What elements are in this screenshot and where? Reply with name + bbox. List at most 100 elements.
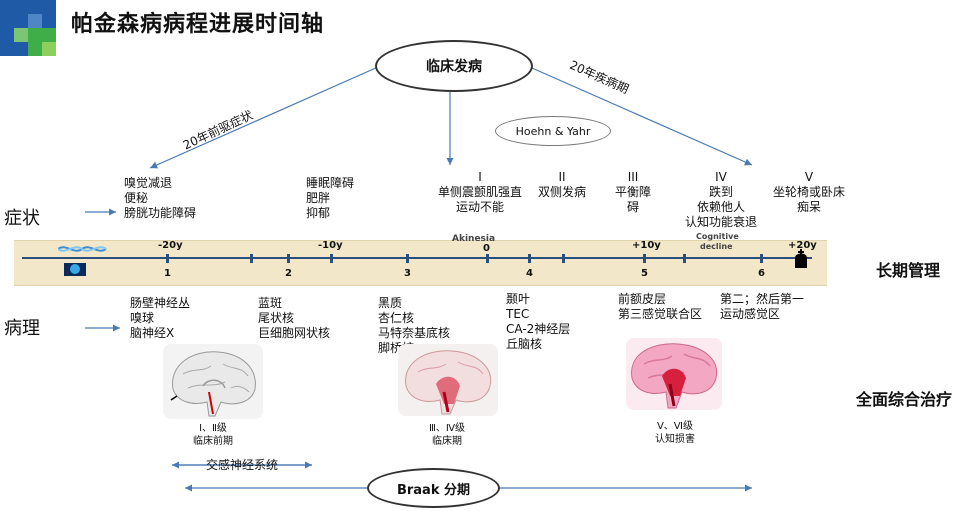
symptom-item: 碍: [626, 200, 639, 214]
hoehn-yahr-label: Hoehn & Yahr: [515, 124, 591, 138]
brain-image-clinical: [398, 344, 498, 416]
timeline-tick: [683, 254, 686, 263]
year-label: Akinesia: [452, 234, 496, 244]
stage-numeral: V: [804, 170, 814, 184]
stage-number: 2: [285, 268, 292, 279]
pathology-item: TEC: [506, 307, 530, 321]
brain-caption-cognitive: Ⅴ、Ⅵ级 认知损害: [640, 420, 710, 446]
clinical-onset-ellipse: 临床发病: [375, 40, 533, 92]
hy-stage-2: II 双侧发病: [533, 170, 591, 200]
pathology-group-2: 蓝斑 尾状核 巨细胞网状核: [258, 296, 330, 341]
symptom-item: 运动不能: [455, 200, 504, 214]
stage-numeral: III: [627, 170, 639, 184]
timeline-axis: [22, 257, 812, 259]
brain-grade: Ⅰ、Ⅱ级: [199, 423, 227, 434]
timeline-tick: [330, 254, 333, 263]
braak-ellipse: Braak 分期: [367, 468, 500, 508]
pathology-group-4: 颞叶 TEC CA-2神经层 丘脑核: [506, 292, 570, 352]
symptom-item: 双侧发病: [537, 185, 586, 199]
timeline-tick: [760, 254, 763, 263]
dna-icon: [58, 246, 107, 276]
timeline-tick: [486, 254, 489, 263]
timeline-tick: [528, 254, 531, 263]
pathology-item: 嗅球: [130, 311, 155, 325]
timeline-tick: [643, 254, 646, 263]
pathology-item: 运动感觉区: [720, 307, 781, 321]
pathology-group-6: 第二；然后第一 运动感觉区: [720, 292, 804, 322]
symptom-item: 认知功能衰退: [684, 215, 757, 229]
pathology-item: 前额皮层: [618, 292, 667, 306]
brain-image-preclinical: [163, 344, 263, 419]
sympathetic-label: 交感神经系统: [206, 458, 279, 472]
pathology-item: 第三感觉联合区: [618, 307, 703, 321]
hy-stage-5: V 坐轮椅或卧床 痴呆: [764, 170, 854, 215]
timeline-band: [14, 240, 827, 286]
pathology-item: 蓝斑: [258, 296, 283, 310]
page-title: 帕金森病病程进展时间轴: [71, 12, 325, 37]
pathology-item: 尾状核: [258, 311, 295, 325]
year-label: +20y: [788, 240, 817, 251]
pathology-item: 杏仁核: [378, 311, 415, 325]
pathology-item: 肠壁神经丛: [130, 296, 191, 310]
symptom-item: 肥胖: [306, 191, 331, 205]
brain-grade: Ⅴ、Ⅵ级: [656, 421, 694, 432]
symptom-item: 平衡障: [614, 185, 651, 199]
stage-number: 3: [404, 268, 411, 279]
comprehensive-treatment-label: 全面综合治疗: [856, 390, 953, 409]
pathology-item: 脑神经Ⅹ: [130, 326, 175, 340]
stage-numeral: II: [558, 170, 566, 184]
pathology-item: 第二；然后第一: [720, 292, 805, 306]
pathology-group-1: 肠壁神经丛 嗅球 脑神经Ⅹ: [130, 296, 190, 341]
brain-caption-preclinical: Ⅰ、Ⅱ级 临床前期: [178, 422, 248, 448]
stage-number: 5: [641, 268, 648, 279]
stage-number: 6: [758, 268, 765, 279]
prodromal-symptoms-2: 睡眠障碍 肥胖 抑郁: [306, 176, 354, 221]
symptom-item: 跌到: [708, 185, 733, 199]
symptom-item: 坐轮椅或卧床: [772, 185, 845, 199]
hy-stage-3: III 平衡障 碍: [608, 170, 658, 215]
pathology-group-5: 前额皮层 第三感觉联合区: [618, 292, 702, 322]
symptom-item: 依赖他人: [696, 200, 745, 214]
death-icon: [795, 249, 807, 268]
timeline-tick: [166, 254, 169, 263]
pathology-item: 丘脑核: [506, 337, 543, 351]
symptom-item: 抑郁: [306, 206, 331, 220]
stage-number: 4: [526, 268, 533, 279]
stage-number: 1: [164, 268, 171, 279]
year-label: decline: [700, 242, 733, 251]
braak-label: Braak 分期: [396, 482, 471, 498]
stage-numeral: IV: [715, 170, 727, 184]
year-label: -10y: [318, 240, 343, 251]
year-label: 0: [483, 243, 490, 254]
timeline-tick: [406, 254, 409, 263]
brain-stage: 临床期: [432, 436, 462, 447]
stage-numeral: I: [478, 170, 482, 184]
pathology-item: CA-2神经层: [506, 322, 571, 336]
hy-stage-1: I 单侧震颤肌强直 运动不能: [430, 170, 530, 215]
pathology-side-label: 病理: [4, 318, 40, 339]
hy-stage-4: IV 跌到 依赖他人 认知功能衰退: [676, 170, 766, 230]
year-label: -20y: [158, 240, 183, 251]
timeline-tick: [287, 254, 290, 263]
symptom-item: 睡眠障碍: [306, 176, 355, 190]
logo-icon: [0, 0, 56, 56]
brain-stage: 临床前期: [193, 436, 233, 447]
symptom-item: 膀胱功能障碍: [124, 206, 197, 220]
year-label: Cognitive: [696, 232, 739, 241]
long-term-management-label: 长期管理: [876, 261, 941, 280]
clinical-onset-label: 临床发病: [426, 59, 482, 75]
pathology-item: 巨细胞网状核: [258, 326, 331, 340]
prodromal-symptoms-1: 嗅觉减退 便秘 膀胱功能障碍: [124, 176, 196, 221]
symptom-side-label: 症状: [4, 208, 40, 229]
symptom-item: 痴呆: [796, 200, 821, 214]
year-label: +10y: [632, 240, 661, 251]
timeline-tick: [250, 254, 253, 263]
symptom-item: 嗅觉减退: [124, 176, 173, 190]
symptom-item: 单侧震颤肌强直: [437, 185, 522, 199]
brain-image-cognitive: [626, 338, 722, 410]
symptom-item: 便秘: [124, 191, 149, 205]
pathology-item: 黑质: [378, 296, 403, 310]
pathology-item: 颞叶: [506, 292, 531, 306]
timeline-tick: [562, 254, 565, 263]
